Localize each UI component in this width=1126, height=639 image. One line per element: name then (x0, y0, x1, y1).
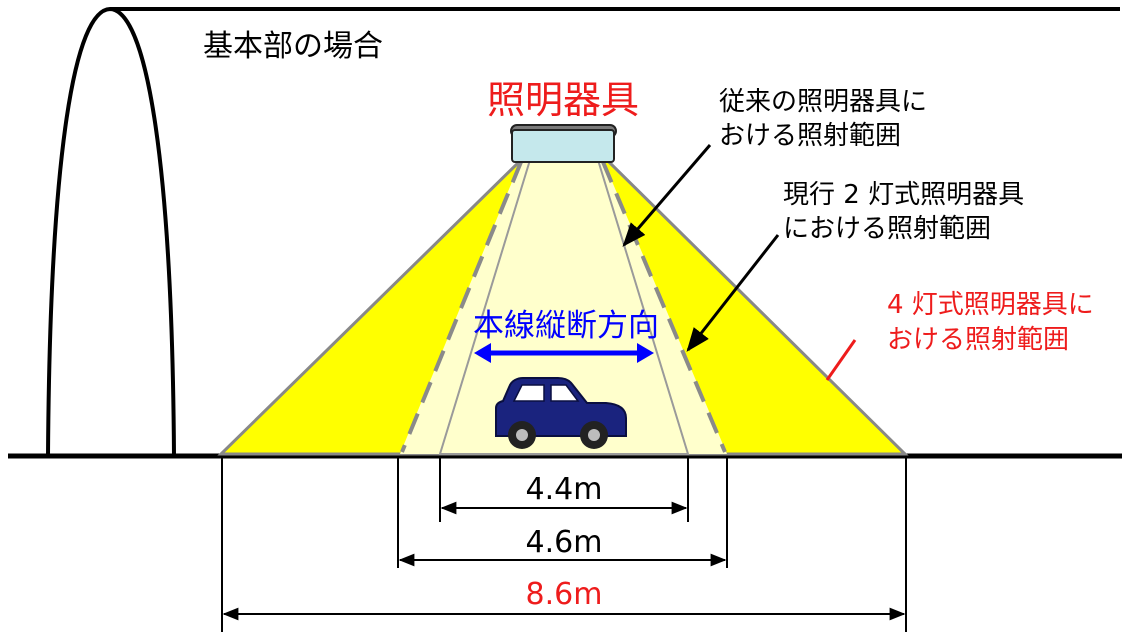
tunnel-arch (46, 6, 176, 457)
current-label-line1: 現行 2 灯式照明器具 (783, 180, 1024, 210)
direction-label: 本線縦断方向 (473, 308, 659, 344)
current-label-line2: における照射範囲 (783, 214, 991, 244)
subtitle: 基本部の場合 (203, 29, 383, 64)
dim-label-current: 4.6m (526, 525, 603, 560)
current-leader (686, 234, 780, 352)
car-icon (495, 377, 627, 449)
dim-label-conventional: 4.4m (526, 472, 603, 507)
conventional-leader (622, 144, 712, 247)
dim-label-four-lamp: 8.6m (526, 577, 603, 612)
current-range-right-edge (601, 161, 727, 453)
current-range-left-edge (400, 161, 523, 453)
light-fixture-icon (510, 124, 617, 163)
fixture-label: 照明器具 (487, 78, 639, 122)
conventional-label-line1: 従来の照明器具に (719, 87, 927, 117)
double-arrow-right-head (637, 343, 654, 363)
four-lamp-leader (825, 339, 857, 381)
four-lamp-label-line1: 4 灯式照明器具に (887, 290, 1094, 320)
four-lamp-label-line2: おける照射範囲 (887, 325, 1069, 355)
conventional-label-line2: おける照射範囲 (719, 121, 901, 151)
double-arrow-left-head (474, 343, 491, 363)
